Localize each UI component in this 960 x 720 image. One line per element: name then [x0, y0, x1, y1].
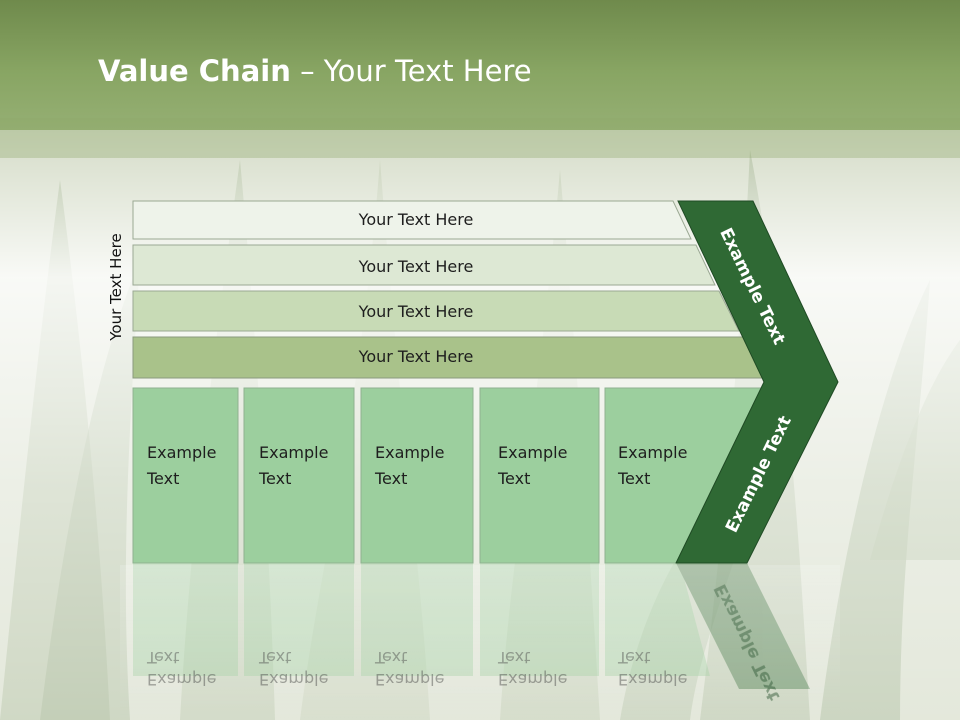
cells-group: Example Text Example Text Example Text E… — [132, 387, 764, 564]
cell-5-line2: Text — [617, 469, 650, 488]
bar-1: Your Text Here — [132, 200, 692, 240]
bar-3-shape — [132, 290, 740, 332]
page-title: Value Chain – Your Text Here — [98, 54, 532, 88]
cell-4-line2: Text — [497, 469, 530, 488]
cell-2-box — [243, 387, 355, 564]
bar-2-shape — [132, 244, 716, 286]
bar-4-label: Your Text Here — [358, 347, 474, 366]
cell-1-box — [132, 387, 239, 564]
title-rest: – Your Text Here — [290, 54, 532, 88]
cell-1-line1: Example — [147, 443, 216, 462]
bar-2-label: Your Text Here — [358, 257, 474, 276]
title-bold: Value Chain — [98, 54, 291, 88]
cell-2-line1: Example — [259, 443, 328, 462]
chevron-shape — [675, 200, 839, 564]
cell-4-box — [479, 387, 600, 564]
bar-1-label: Your Text Here — [358, 210, 474, 229]
cell-2-line2: Text — [258, 469, 291, 488]
reflection-fade — [120, 565, 840, 720]
bars-group: Your Text Here Your Text Here Your Text … — [132, 200, 764, 379]
bar-3: Your Text Here — [132, 290, 740, 332]
cell-3-line2: Text — [374, 469, 407, 488]
bar-2: Your Text Here — [132, 244, 716, 286]
cell-1-line2: Text — [146, 469, 179, 488]
bar-1-shape — [132, 200, 692, 240]
cell-5-line1: Example — [618, 443, 687, 462]
cell-3-box — [360, 387, 474, 564]
cell-4-line1: Example — [498, 443, 567, 462]
bar-4: Your Text Here — [132, 336, 764, 379]
bar-3-label: Your Text Here — [358, 302, 474, 321]
cell-3-line1: Example — [375, 443, 444, 462]
